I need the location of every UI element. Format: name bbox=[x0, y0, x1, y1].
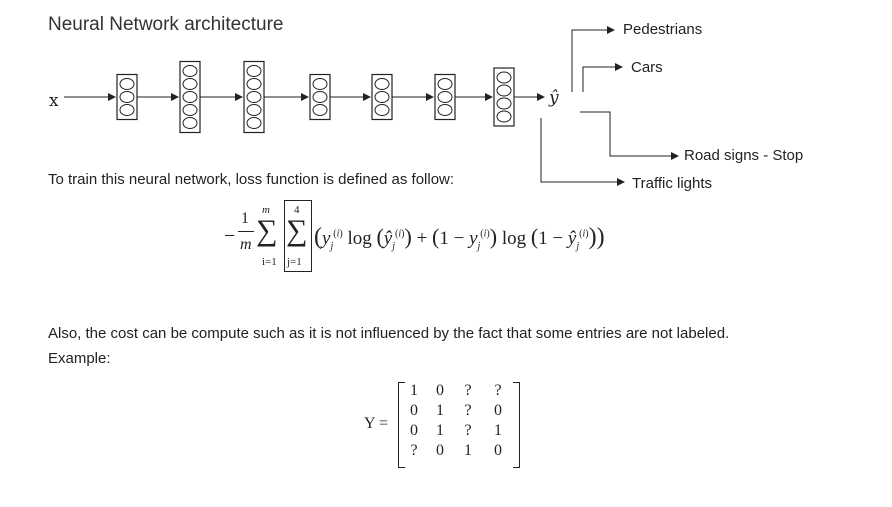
sum1-upper: m bbox=[262, 204, 270, 216]
sum1-symbol: ∑ bbox=[256, 214, 278, 247]
matrix-cell: 1 bbox=[494, 422, 502, 439]
neuron-node bbox=[312, 78, 328, 90]
matrix-cell: 0 bbox=[410, 422, 418, 439]
output-traffic-lights: Traffic lights bbox=[632, 175, 713, 192]
loss-frac-den: m bbox=[240, 236, 252, 253]
matrix-right-bracket bbox=[513, 382, 520, 468]
sum2-symbol: ∑ bbox=[286, 214, 308, 247]
cars-connector bbox=[582, 63, 623, 92]
loss-frac-bar bbox=[238, 231, 254, 232]
loss-frac-num: 1 bbox=[241, 210, 249, 227]
loss-minus: − bbox=[224, 225, 236, 247]
train-text: To train this neural network, loss funct… bbox=[48, 171, 455, 188]
network-layers bbox=[64, 60, 545, 134]
matrix-label: Y = bbox=[364, 415, 388, 432]
neuron-node bbox=[496, 71, 512, 84]
loss-body: (yj(i) log (ŷj(i)) + (1 − yj(i)) log (1 … bbox=[314, 224, 605, 252]
neuron-node bbox=[182, 65, 198, 77]
matrix-cell: 1 bbox=[464, 442, 472, 459]
neuron-node bbox=[496, 84, 512, 97]
output-connectors bbox=[540, 26, 679, 186]
neuron-node bbox=[182, 117, 198, 129]
neuron-node bbox=[246, 78, 262, 90]
pedestrians-connector bbox=[571, 26, 615, 92]
neuron-node bbox=[246, 91, 262, 103]
matrix-y: 1 0?? 0 1? 0 0 1? 1? 0 1 0 bbox=[398, 382, 520, 468]
loss-formula: − 1 m m ∑ i=1 4 ∑ j=1 (yj(i) log (ŷj(i))… bbox=[224, 200, 664, 272]
matrix-left-bracket bbox=[398, 382, 405, 468]
sum2-upper: 4 bbox=[294, 204, 300, 216]
neuron-node bbox=[437, 78, 453, 90]
neuron-node bbox=[182, 78, 198, 90]
neuron-node bbox=[119, 78, 135, 90]
neuron-node bbox=[374, 78, 390, 90]
sum1-lower: i=1 bbox=[262, 256, 277, 268]
neuron-node bbox=[246, 117, 262, 129]
matrix-cell: 1 bbox=[436, 402, 444, 419]
also-text: Also, the cost can be compute such as it… bbox=[48, 325, 730, 342]
matrix-cell: ? bbox=[464, 422, 472, 439]
sum2-highlight-box bbox=[284, 200, 312, 272]
neuron-node bbox=[119, 104, 135, 116]
matrix-cell: 0 bbox=[410, 402, 418, 419]
matrix-cell: ? bbox=[464, 382, 472, 399]
neuron-node bbox=[182, 91, 198, 103]
neuron-node bbox=[437, 91, 453, 103]
matrix-cell: ? bbox=[494, 382, 502, 399]
matrix-cell: 0 bbox=[494, 442, 502, 459]
neuron-node bbox=[374, 104, 390, 116]
neuron-node bbox=[437, 104, 453, 116]
neuron-node bbox=[496, 110, 512, 123]
neuron-node bbox=[119, 91, 135, 103]
neuron-node bbox=[312, 91, 328, 103]
matrix-cell: 1 bbox=[436, 422, 444, 439]
diagram-title: Neural Network architecture bbox=[48, 14, 284, 35]
output-cars: Cars bbox=[631, 59, 663, 76]
neuron-node bbox=[496, 97, 512, 110]
sum2-lower: j=1 bbox=[287, 256, 302, 268]
output-road-signs: Road signs - Stop bbox=[684, 147, 804, 164]
neuron-node bbox=[246, 65, 262, 77]
output-yhat-label: ŷ bbox=[549, 88, 559, 108]
neuron-node bbox=[182, 104, 198, 116]
example-label: Example: bbox=[48, 350, 111, 367]
matrix-cell: 0 bbox=[436, 442, 444, 459]
matrix-cell: ? bbox=[464, 402, 472, 419]
neuron-node bbox=[246, 104, 262, 116]
traffic-lights-connector bbox=[540, 118, 625, 186]
road-signs-connector bbox=[580, 111, 679, 160]
input-x-label: x bbox=[49, 91, 59, 111]
matrix-cell: 0 bbox=[436, 382, 444, 399]
matrix-cell: ? bbox=[410, 442, 418, 459]
matrix-cell: 1 bbox=[410, 382, 418, 399]
output-pedestrians: Pedestrians bbox=[623, 21, 703, 38]
neuron-node bbox=[374, 91, 390, 103]
matrix-cell: 0 bbox=[494, 402, 502, 419]
neuron-node bbox=[312, 104, 328, 116]
